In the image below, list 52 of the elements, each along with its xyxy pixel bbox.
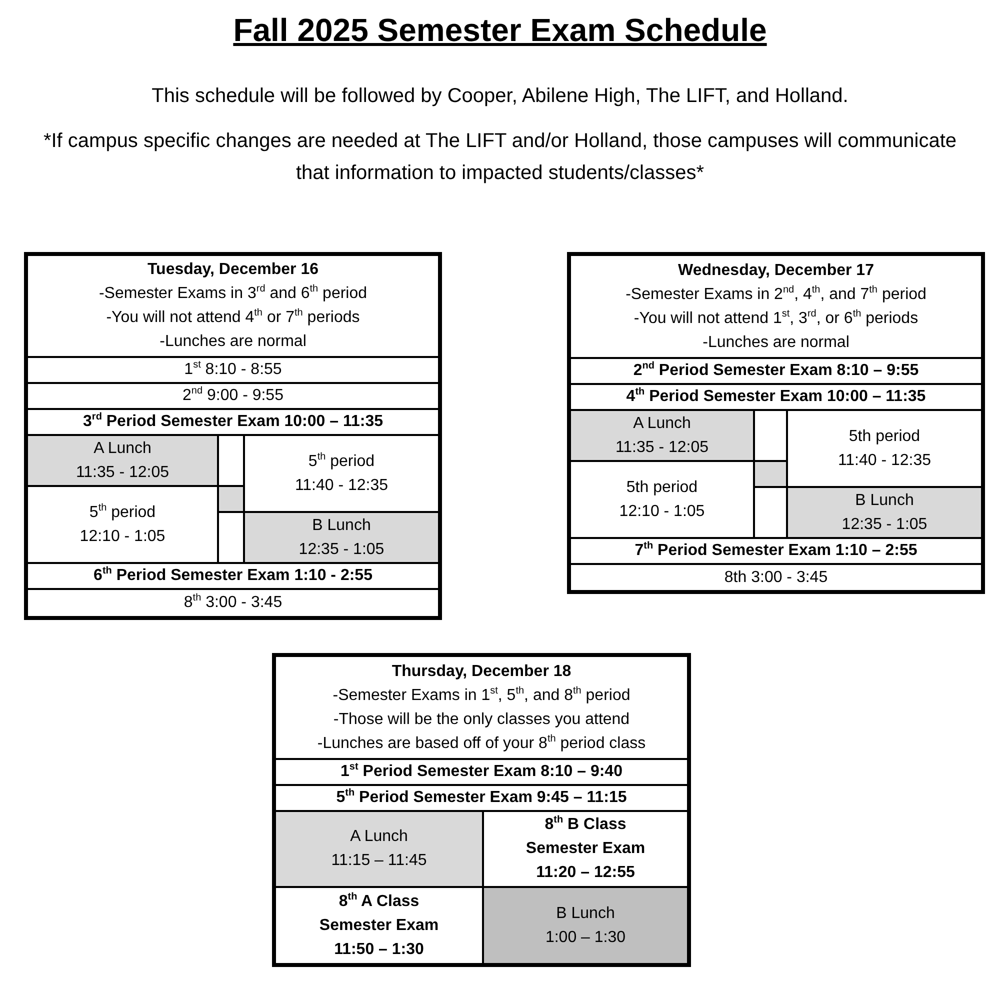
schedule-text: 11:35 - 12:05	[615, 438, 709, 458]
schedule-text: 12:10 - 1:05	[619, 502, 705, 522]
day-heading: Wednesday, December 17	[678, 260, 874, 280]
schedule-text: 11:40 - 12:35	[294, 476, 388, 496]
day-heading: Thursday, December 18	[392, 662, 572, 682]
schedule-text: B Lunch	[556, 904, 615, 924]
schedule-text: 1:00 – 1:30	[545, 928, 626, 948]
schedule-text: A Lunch	[633, 414, 691, 434]
schedule-text: -Semester Exams in 3$^{rd}$ and 6$^{th}$ period	[98, 282, 368, 304]
schedule-text: 5$^{th}$ Period Semester Exam 9:45 – 11:15	[336, 786, 627, 808]
schedule-text: -Semester Exams in 1$^{st}$, 5$^{th}$, and 8$^{th}$ period	[332, 684, 630, 706]
day-heading: Tuesday, December 16	[147, 260, 319, 280]
title: Fall 2025 Semester Exam Schedule	[232, 12, 768, 49]
schedule-text: -Those will be the only classes you attend	[333, 710, 630, 730]
schedule-text: -Lunches are normal	[160, 332, 306, 352]
schedule-text: 11:35 - 12:05	[76, 462, 170, 482]
schedule-text: -You will not attend 4$^{th}$ or 7$^{th}$ periods	[106, 306, 360, 328]
schedule-text: 11:20 – 12:55	[536, 863, 635, 883]
schedule-text: 3$^{rd}$ Period Semester Exam 10:00 – 11:35	[83, 410, 383, 432]
schedule-text: -Semester Exams in 2$^{nd}$, 4$^{th}$, and 7$^{th}$ period	[626, 283, 926, 304]
schedule-text: Semester Exam	[319, 916, 439, 936]
schedule-text: B Lunch	[312, 516, 371, 536]
schedule-text: 5$^{th}$ period	[308, 450, 375, 472]
schedule-text: 5$^{th}$ period	[89, 501, 156, 522]
schedule-text: 12:35 - 1:05	[842, 514, 928, 534]
schedule-text: B Lunch	[855, 490, 914, 510]
schedule-text: -Lunches are based off of your 8$^{th}$ period class	[317, 732, 646, 754]
schedule-text: 11:50 – 1:30	[334, 940, 424, 960]
schedule-text: -You will not attend 1$^{st}$, 3$^{rd}$, or 6$^{th}$ periods	[634, 307, 918, 328]
note-text: *If campus specific changes are needed at The LIFT and/or Holland, those campuses will communicate that information to impacted students/classes*	[42, 129, 958, 186]
intro-text: This schedule will be followed by Cooper, Abilene High, The LIFT, and Holland.	[150, 84, 850, 109]
schedule-text: 4$^{th}$ Period Semester Exam 10:00 – 11:35	[626, 386, 926, 407]
schedule-text: 12:35 - 1:05	[298, 540, 384, 560]
schedule-text: Semester Exam	[526, 839, 646, 859]
schedule-text: 11:15 – 11:45	[331, 851, 427, 871]
schedule-text: 2$^{nd}$ Period Semester Exam 8:10 – 9:55	[633, 360, 919, 381]
schedule-text: 8$^{th}$ A Class	[338, 890, 420, 912]
schedule-text: 12:10 - 1:05	[80, 526, 166, 546]
schedule-text: 6$^{th}$ Period Semester Exam 1:10 - 2:55	[94, 564, 372, 586]
schedule-text: 5th period	[848, 426, 920, 446]
schedule-text: -Lunches are normal	[702, 332, 850, 352]
schedule-text: A Lunch	[94, 438, 152, 458]
schedule-text: 7$^{th}$ Period Semester Exam 1:10 – 2:55	[634, 540, 918, 561]
schedule-text: 5th period	[626, 478, 698, 498]
schedule-text: 8th 3:00 - 3:45	[724, 568, 828, 588]
schedule-text: 1$^{st}$ 8:10 - 8:55	[184, 358, 282, 380]
schedule-text: A Lunch	[350, 827, 408, 847]
schedule-text: 1$^{st}$ Period Semester Exam 8:10 – 9:40	[340, 760, 622, 782]
schedule-text: 8$^{th}$ 3:00 - 3:45	[184, 592, 282, 613]
schedule-text: 11:40 - 12:35	[838, 450, 932, 470]
schedule-text: 8$^{th}$ B Class	[544, 814, 626, 835]
schedule-text: 2$^{nd}$ 9:00 - 9:55	[182, 384, 284, 406]
